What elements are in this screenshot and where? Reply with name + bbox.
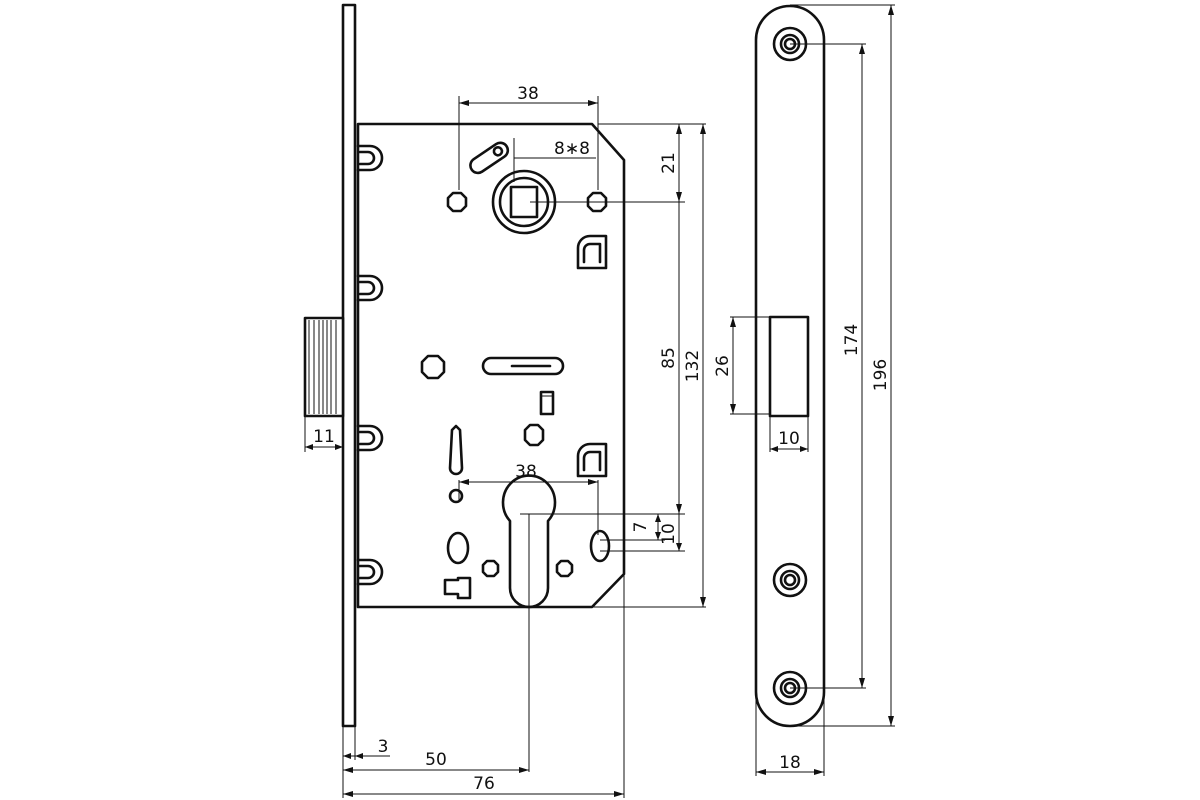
- dim-85: 85: [659, 347, 679, 369]
- spring-clip-lower: [576, 442, 608, 478]
- dim-11: 11: [313, 427, 335, 447]
- lock-case: [356, 122, 626, 609]
- cylinder-screw-left: [481, 559, 500, 578]
- dim-10-strike: 10: [778, 429, 800, 449]
- mounting-tabs: [356, 144, 384, 586]
- strike-plate: [754, 4, 826, 728]
- dim-21: 21: [659, 152, 679, 174]
- teardrop-pin: [448, 424, 464, 476]
- mortise-lock: [303, 3, 626, 728]
- latch-bolt: [303, 316, 345, 418]
- cylinder-screw-right: [555, 559, 574, 578]
- top-lever: [469, 141, 510, 175]
- oval-hole-left: [446, 531, 470, 565]
- dim-38-mid: 38: [515, 462, 537, 482]
- dim-3: 3: [378, 737, 389, 757]
- dimension-lines: [304, 4, 895, 798]
- dim-26: 26: [713, 355, 733, 377]
- dim-196: 196: [871, 359, 891, 391]
- dimension-labels: 38 8∗8 21 85 132 38 7 10 11 3 50 76 26 1…: [313, 84, 891, 794]
- dim-10-right: 10: [659, 523, 679, 545]
- small-slot: [539, 390, 555, 416]
- screw-hole-left: [446, 191, 468, 213]
- lower-hole: [523, 423, 545, 447]
- dim-132: 132: [683, 350, 703, 382]
- euro-cylinder-cutout: [501, 474, 557, 609]
- dim-76: 76: [473, 774, 495, 794]
- dim-174: 174: [842, 324, 862, 356]
- dim-38-top: 38: [517, 84, 539, 104]
- small-notch: [443, 576, 472, 600]
- oval-hole-right: [589, 529, 611, 563]
- middle-hole: [420, 354, 446, 380]
- spring-clip-upper: [576, 234, 608, 270]
- dim-8x8: 8∗8: [554, 139, 590, 159]
- dim-7: 7: [631, 522, 651, 533]
- dim-50: 50: [425, 750, 447, 770]
- screw-hole-right: [586, 191, 608, 213]
- slot: [481, 356, 565, 376]
- dim-18: 18: [779, 753, 801, 773]
- faceplate: [341, 3, 357, 728]
